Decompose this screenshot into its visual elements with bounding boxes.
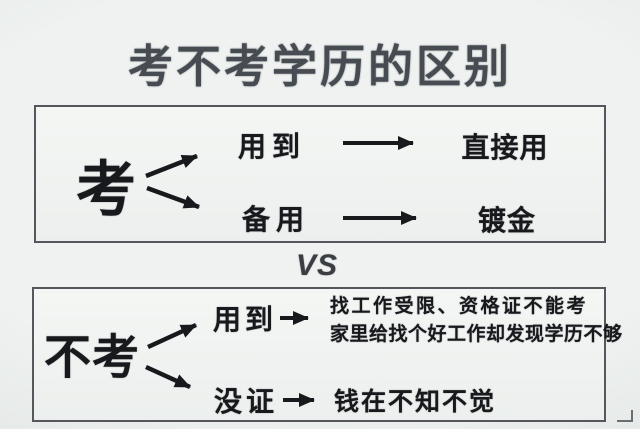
photo-corner-artifact — [617, 410, 633, 422]
result-direct-use-label: 直接用 — [461, 132, 549, 163]
condition-used-label: 用到 — [212, 304, 278, 335]
arrow-down-right-icon — [145, 364, 191, 390]
result-limitations-text: 找工作受限、资格证不能考 家里给找个好工作却发现学历不够 — [330, 293, 623, 349]
arrow-up-right-icon — [147, 322, 197, 350]
arrow-down-right-icon — [146, 185, 200, 210]
arrow-up-right-icon — [145, 153, 198, 179]
result-line-1: 找工作受限、资格证不能考 — [330, 296, 589, 317]
result-gilding-label: 镀金 — [477, 205, 537, 236]
subject-label-no-take: 不考 — [44, 330, 140, 384]
page-title: 考不考学历的区别 — [127, 41, 512, 92]
subject-label-take: 考 — [76, 156, 136, 224]
comparison-box-take-exam: 考 用到 直接用 备用 镀金 — [34, 105, 606, 243]
comparison-box-no-exam: 不考 用到 找工作受限、资格证不能考 家里给找个好工作却发现学历不够 没证 钱在… — [32, 287, 622, 422]
condition-no-certificate-label: 没证 — [213, 386, 279, 417]
result-line-2: 家里给找个好工作却发现学历不够 — [330, 324, 623, 345]
vs-label: VS — [295, 249, 339, 282]
condition-backup-label: 备用 — [241, 204, 311, 235]
condition-used-label: 用到 — [237, 131, 307, 162]
result-money-label: 钱在不知不觉 — [334, 388, 497, 416]
